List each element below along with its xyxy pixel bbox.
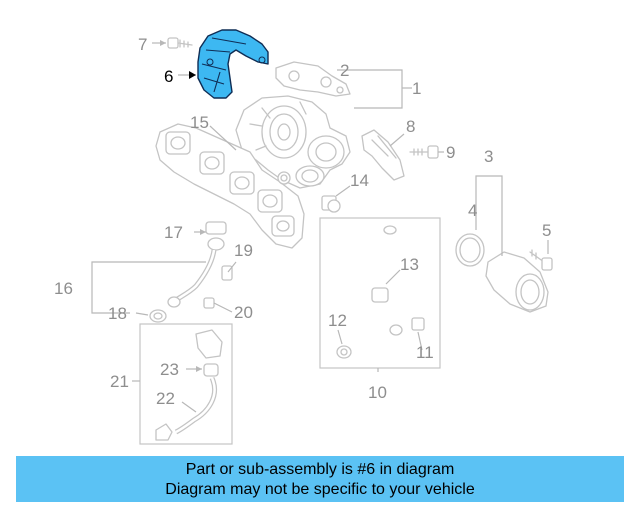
- pipe-assembly-box-part-10[interactable]: [319, 217, 441, 369]
- callout-9: 9: [446, 143, 455, 162]
- info-banner: Part or sub-assembly is #6 in diagram Di…: [16, 456, 624, 502]
- callout-13: 13: [400, 255, 419, 274]
- bracket-part-8[interactable]: [361, 129, 405, 181]
- oil-line-part-16[interactable]: [149, 221, 233, 323]
- bolt-part-9[interactable]: [409, 145, 439, 159]
- leader-lines: [91, 40, 549, 413]
- callout-4: 4: [468, 201, 477, 220]
- callout-5: 5: [542, 221, 551, 240]
- callout-8: 8: [406, 117, 415, 136]
- callout-22: 22: [156, 389, 175, 408]
- turbocharger-part-1[interactable]: [235, 95, 351, 189]
- fitting-part-14[interactable]: [321, 195, 341, 213]
- callout-18: 18: [108, 304, 127, 323]
- callout-6: 6: [164, 67, 173, 86]
- callout-7: 7: [138, 35, 147, 54]
- callout-12: 12: [328, 311, 347, 330]
- gasket-part-15[interactable]: [277, 171, 291, 185]
- callout-21: 21: [110, 372, 129, 391]
- callout-2: 2: [340, 61, 349, 80]
- callout-15: 15: [190, 113, 209, 132]
- callout-3: 3: [484, 147, 493, 166]
- callout-16: 16: [54, 279, 73, 298]
- coolant-line-box-part-21[interactable]: [139, 323, 233, 445]
- gasket-part-4[interactable]: [455, 233, 485, 267]
- heat-shield-part-6[interactable]: [197, 29, 269, 99]
- bolt-part-7[interactable]: [167, 37, 193, 49]
- callout-1: 1: [412, 79, 421, 98]
- callout-20: 20: [234, 303, 253, 322]
- callout-numbers: 7 6 2 1 15 8 9 3 14 4 5 17 19 13 16 18 2…: [54, 35, 551, 408]
- callout-14: 14: [350, 171, 369, 190]
- callout-19: 19: [234, 241, 253, 260]
- parts-diagram: 7 6 2 1 15 8 9 3 14 4 5 17 19 13 16 18 2…: [54, 29, 553, 445]
- banner-line-2: Diagram may not be specific to your vehi…: [165, 481, 475, 498]
- callout-10: 10: [368, 383, 387, 402]
- converter-part-3[interactable]: [485, 251, 549, 313]
- banner-line-1: Part or sub-assembly is #6 in diagram: [185, 461, 455, 478]
- callout-23: 23: [160, 360, 179, 379]
- bolt-part-5[interactable]: [529, 249, 553, 271]
- callout-11: 11: [416, 343, 434, 362]
- callout-17: 17: [164, 223, 183, 242]
- gasket-part-2[interactable]: [275, 61, 351, 97]
- exhaust-manifold: [155, 123, 305, 249]
